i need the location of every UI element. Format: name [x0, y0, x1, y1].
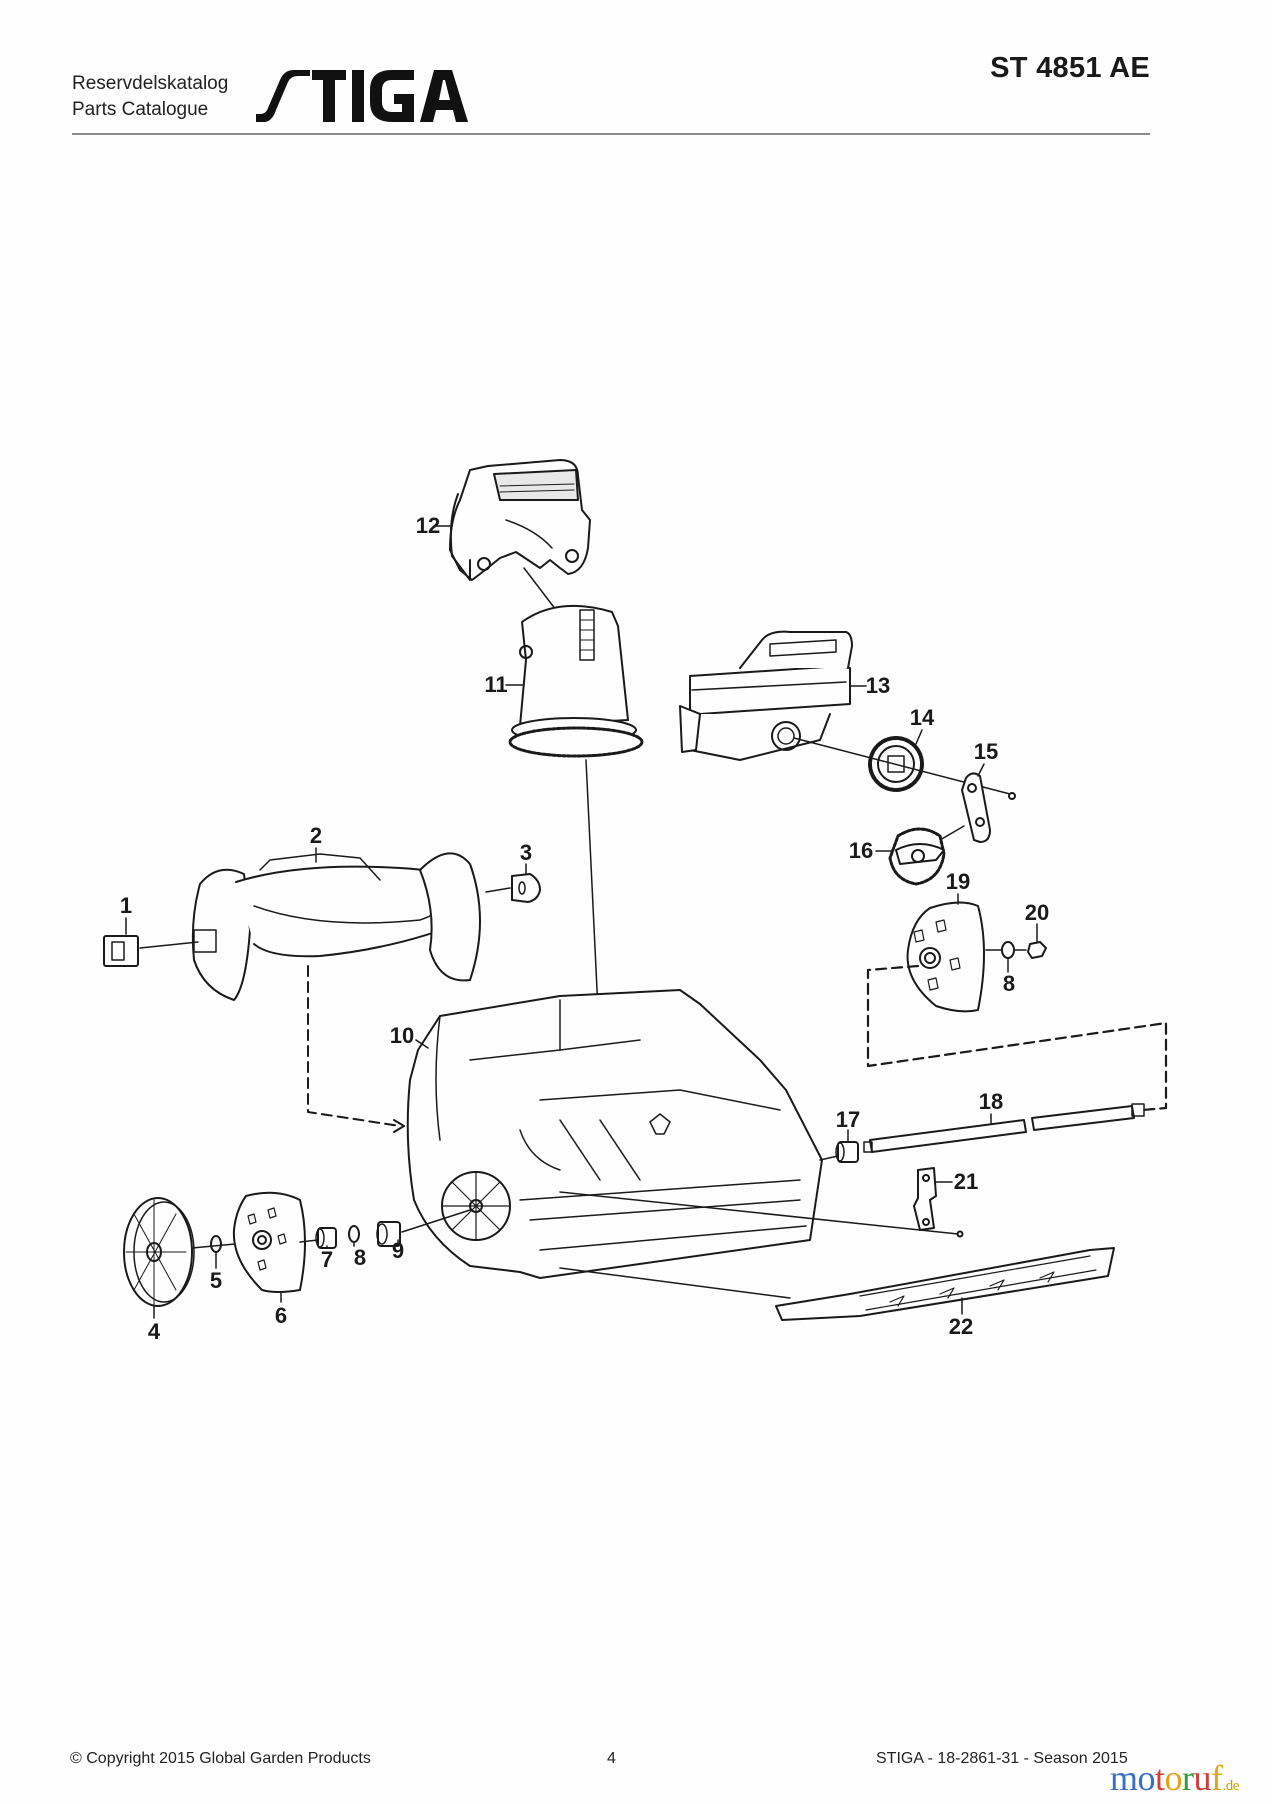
- watermark-letter: m: [1110, 1758, 1138, 1798]
- part-label-15: 15: [973, 739, 999, 764]
- part-4-pulley: [123, 1197, 195, 1307]
- header-divider: [72, 133, 1150, 135]
- part-19-side-plate: [906, 901, 985, 1013]
- part-label-5: 5: [209, 1268, 223, 1293]
- part-10-housing: [406, 989, 823, 1279]
- part-label-2: 2: [309, 823, 323, 848]
- part-21-bracket: [913, 1167, 964, 1238]
- part-15-link-arm: [961, 772, 1016, 843]
- watermark-letter: u: [1193, 1758, 1212, 1798]
- part-1-bushing: [103, 935, 139, 967]
- part-label-12: 12: [415, 513, 441, 538]
- watermark-letter: o: [1137, 1758, 1156, 1798]
- part-label-14: 14: [909, 705, 935, 730]
- part-label-11: 11: [484, 672, 508, 697]
- part-6-side-plate: [232, 1191, 306, 1293]
- part-label-16: 16: [848, 838, 874, 863]
- watermark-letter: o: [1164, 1758, 1183, 1798]
- part-label-3: 3: [519, 840, 533, 865]
- part-label-13: 13: [865, 673, 891, 698]
- part-label-9: 9: [391, 1238, 405, 1263]
- part-label-4: 4: [147, 1319, 161, 1344]
- part-8-washer-left: [348, 1225, 360, 1243]
- part-18-shaft: [863, 1103, 1145, 1153]
- part-5-washer: [210, 1235, 222, 1253]
- part-label-8: 8: [353, 1245, 367, 1270]
- part-label-8: 8: [1002, 971, 1016, 996]
- copyright-text: © Copyright 2015 Global Garden Products: [70, 1750, 371, 1767]
- watermark-letter: r: [1182, 1758, 1194, 1798]
- part-label-7: 7: [320, 1247, 334, 1272]
- part-13-chute-control: [679, 630, 853, 761]
- part-7-spacer: [315, 1227, 337, 1249]
- catalog-title-english: Parts Catalogue: [72, 99, 209, 120]
- part-label-1: 1: [119, 893, 133, 918]
- part-22-scraper-bar: [775, 1247, 1115, 1321]
- part-label-6: 6: [274, 1303, 288, 1328]
- part-label-19: 19: [945, 869, 971, 894]
- model-number: ST 4851 AE: [990, 52, 1150, 84]
- part-12-chute-deflector: [449, 459, 591, 581]
- part-20-nut: [1027, 941, 1047, 959]
- page-number: 4: [607, 1750, 616, 1767]
- part-label-10: 10: [389, 1023, 415, 1048]
- part-label-17: 17: [835, 1107, 861, 1132]
- part-label-21: 21: [953, 1169, 979, 1194]
- motoruf-watermark: motoruf.de: [1110, 1760, 1239, 1804]
- part-8-washer-right: [1001, 941, 1015, 959]
- catalog-title-swedish: Reservdelskatalog: [72, 73, 229, 94]
- part-9-bushing: [376, 1221, 401, 1247]
- document-reference: STIGA - 18-2861-31 - Season 2015: [876, 1750, 1128, 1767]
- watermark-suffix: .de: [1222, 1778, 1240, 1794]
- part-label-20: 20: [1024, 900, 1050, 925]
- stiga-logo: [256, 70, 468, 122]
- watermark-letter: f: [1211, 1758, 1223, 1798]
- part-label-18: 18: [978, 1089, 1004, 1114]
- watermark-letter: t: [1155, 1758, 1165, 1798]
- part-11-chute-tube: [508, 604, 644, 758]
- part-3-bushing: [511, 873, 541, 903]
- part-2-auger: [191, 852, 481, 1001]
- part-16-worm-gear: [888, 827, 946, 886]
- part-17-bushing: [835, 1141, 859, 1163]
- part-label-22: 22: [948, 1314, 974, 1339]
